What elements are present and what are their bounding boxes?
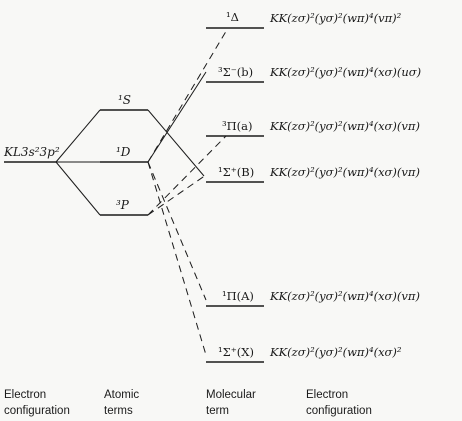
ground-config-label: KL3s²3p² bbox=[3, 145, 60, 159]
footer-molecular-term-2: term bbox=[206, 405, 229, 417]
mol-config-3Sigma-b: KK(zσ)²(yσ)²(wπ)⁴(xσ)(uσ) bbox=[269, 65, 421, 79]
footer-molecular-term-1: Molecular bbox=[206, 389, 256, 401]
corr-3P-to-3PiA bbox=[147, 135, 227, 216]
corr-1D-to-3Sigma-b bbox=[147, 71, 207, 163]
mol-label-1Delta: ¹Δ bbox=[226, 10, 239, 24]
footer-electron-config-right-1: Electron bbox=[306, 389, 348, 401]
mol-label-3Pi-a: ³Π(a) bbox=[222, 119, 252, 133]
mol-label-1PiA: ¹Π(A) bbox=[222, 289, 254, 303]
atomic-label-3P: ³P bbox=[116, 198, 130, 212]
footer-electron-config-right-2: configuration bbox=[306, 405, 372, 417]
corr-1S-to-1SigmaB bbox=[147, 109, 205, 177]
corr-1D-to-1SigmaX bbox=[147, 161, 207, 356]
atomic-label-1S: ¹S bbox=[118, 93, 131, 107]
corr-1D-to-1PiA bbox=[147, 161, 207, 301]
split-line-3P bbox=[55, 161, 101, 216]
footer-electron-config-1: Electron bbox=[4, 389, 46, 401]
atomic-label-1D: ¹D bbox=[116, 145, 131, 159]
split-line-1S bbox=[55, 109, 101, 163]
corr-3P-to-1SigmaB bbox=[147, 174, 207, 216]
corr-1D-to-1Delta bbox=[147, 27, 229, 163]
footer-electron-config-2: configuration bbox=[4, 405, 70, 417]
mol-label-1SigmaX: ¹Σ⁺(X) bbox=[218, 345, 254, 359]
mol-label-3Sigma-b: ³Σ⁻(b) bbox=[218, 65, 253, 79]
mol-config-1Delta: KK(zσ)²(yσ)²(wπ)⁴(vπ)² bbox=[269, 11, 402, 25]
footer-atomic-terms-1: Atomic bbox=[104, 389, 139, 401]
footer-atomic-terms-2: terms bbox=[104, 405, 133, 417]
mol-config-1PiA: KK(zσ)²(yσ)²(wπ)⁴(xσ)(vπ) bbox=[269, 289, 420, 303]
mol-config-3Pi-a: KK(zσ)²(yσ)²(wπ)⁴(xσ)(vπ) bbox=[269, 119, 420, 133]
mol-config-1SigmaB: KK(zσ)²(yσ)²(wπ)⁴(xσ)(vπ) bbox=[269, 165, 420, 179]
mol-label-1SigmaB: ¹Σ⁺(B) bbox=[218, 165, 254, 179]
mol-config-1SigmaX: KK(zσ)²(yσ)²(wπ)⁴(xσ)² bbox=[269, 345, 402, 359]
